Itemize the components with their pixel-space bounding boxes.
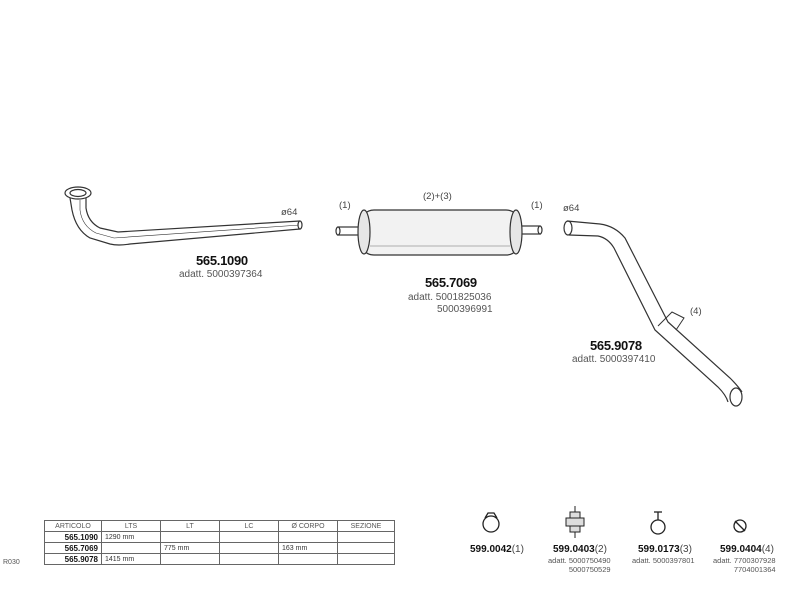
table-row: 565.1090 1290 mm [44,531,395,543]
adapt-line: adatt. 7700307928 [713,556,776,565]
part-code-565-9078: 565.9078 [590,338,642,353]
diameter-label-1: ø64 [281,207,298,218]
part-adapt-565-7069-a: adatt. 5001825036 [408,292,492,303]
tail-pipe-565-9078 [563,220,743,407]
accessory-code: 599.0042 [470,544,512,555]
front-pipe-565-1090 [64,186,303,246]
table-header-row: ARTICOLO LTS LT LC ø CORPO SEZIONE [44,520,395,532]
accessory-note: (3) [679,544,692,555]
accessory-599-0042: 599.0042(1) [470,544,524,555]
accessory-note: (4) [761,544,774,555]
table-cell: 565.9078 [44,553,102,565]
table-header: ø CORPO [278,520,338,532]
accessory-599-0403: 599.0403(2) [553,544,607,555]
table-header: SEZIONE [337,520,395,532]
accessory-599-0173-adapt: adatt. 5000397801 [632,556,695,565]
adapt-line: adatt. 5000750490 [548,556,611,565]
table-header: ARTICOLO [44,520,102,532]
part-adapt-565-7069-b: 5000396991 [437,304,493,315]
part-code-565-1090: 565.1090 [196,253,248,268]
parts-table: ARTICOLO LTS LT LC ø CORPO SEZIONE 565.1… [44,520,395,565]
clamp-icon [482,512,500,533]
accessory-599-0403-adapt: adatt. 5000750490 5000750529 [548,556,611,574]
table-cell: 565.7069 [44,542,102,554]
side-code: R030 [3,559,20,566]
rubber-mount-icon [565,506,585,538]
adapt-line: 5000750529 [568,565,611,574]
table-cell [278,531,338,543]
muffler-565-7069 [335,209,543,256]
tailpipe-note: (4) [690,306,702,317]
table-cell [337,531,395,543]
part-adapt-565-9078: adatt. 5000397410 [572,354,656,365]
table-row: 565.9078 1415 mm [44,553,395,565]
table-cell: 1415 mm [101,553,161,565]
part-adapt-565-1090: adatt. 5000397364 [179,269,263,280]
table-cell [101,542,161,554]
muffler-note-right: (1) [531,200,543,211]
table-cell: 163 mm [278,542,338,554]
table-cell [337,553,395,565]
adapt-line: adatt. 5000397801 [632,556,695,565]
table-cell [219,542,279,554]
part-code-565-7069: 565.7069 [425,275,477,290]
table-cell [278,553,338,565]
accessory-code: 599.0173 [638,544,680,555]
accessory-599-0173: 599.0173(3) [638,544,692,555]
table-header: LTS [101,520,161,532]
hanger-icon [650,511,666,535]
table-cell [160,531,220,543]
table-cell [337,542,395,554]
bracket-clamp-icon [733,519,747,533]
table-cell [160,553,220,565]
accessory-code: 599.0404 [720,544,762,555]
table-cell: 1290 mm [101,531,161,543]
accessory-code: 599.0403 [553,544,595,555]
table-cell: 565.1090 [44,531,102,543]
table-cell [219,553,279,565]
accessory-599-0404-adapt: adatt. 7700307928 7704001364 [713,556,776,574]
table-cell [219,531,279,543]
accessory-599-0404: 599.0404(4) [720,544,774,555]
table-header: LT [160,520,220,532]
table-row: 565.7069 775 mm 163 mm [44,542,395,554]
accessory-note: (2) [594,544,607,555]
diameter-label-2: ø64 [563,203,580,214]
table-header: LC [219,520,279,532]
table-cell: 775 mm [160,542,220,554]
accessory-note: (1) [511,544,524,555]
adapt-line: 7704001364 [733,565,776,574]
muffler-note-left: (1) [339,200,351,211]
muffler-note-top: (2)+(3) [423,191,452,202]
